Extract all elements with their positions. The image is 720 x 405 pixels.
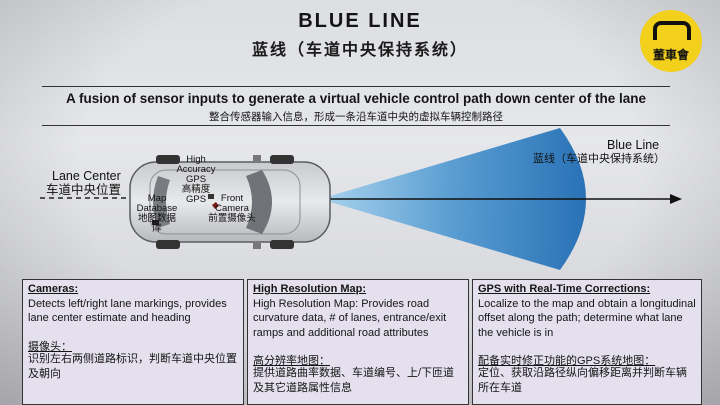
- cameras-panel: Cameras: Detects left/right lane marking…: [22, 279, 244, 405]
- front-camera-icon: [212, 202, 219, 209]
- banner-text-zh: 整合传感器输入信息，形成一条沿车道中央的虚拟车辆控制路径: [209, 111, 503, 123]
- panel-body: Localize to the map and obtain a longitu…: [478, 298, 696, 339]
- panel-heading-zh: 摄像头：: [28, 341, 72, 353]
- logo-text: 董車會: [652, 48, 689, 62]
- logo-arch-icon: [653, 21, 691, 40]
- car-top-view: [129, 155, 331, 249]
- arrow-head-icon: [670, 194, 682, 204]
- slide-title: BLUE LINE: [298, 10, 422, 32]
- panel-body: Detects left/right lane markings, provid…: [28, 298, 227, 325]
- panel-heading: Cameras:: [28, 283, 79, 295]
- blue-line-label: Blue Line: [607, 138, 660, 152]
- panel-heading: GPS with Real-Time Corrections:: [478, 283, 651, 295]
- panel-body: High Resolution Map: Provides road curva…: [253, 298, 447, 339]
- summary-banner: A fusion of sensor inputs to generate a …: [42, 86, 670, 126]
- gps-label: High Accuracy GPS 高精度GPS: [176, 154, 216, 205]
- panel-heading: High Resolution Map:: [253, 283, 367, 295]
- gps-unit-icon: [208, 194, 214, 199]
- lane-center-label-zh: 车道中央位置: [46, 183, 122, 197]
- gps-panel: GPS with Real-Time Corrections: Localize…: [472, 279, 702, 405]
- panel-heading-zh: 高分辨率地图：: [253, 355, 330, 367]
- blue-line-label-zh: 蓝线（车道中央保持系统）: [533, 153, 665, 165]
- vehicle-diagram: [40, 128, 682, 270]
- front-camera-label: Front Camera 前置摄像头: [208, 193, 256, 224]
- map-database-icon: [152, 220, 159, 225]
- banner-text: A fusion of sensor inputs to generate a …: [65, 91, 647, 106]
- hd-map-panel: High Resolution Map: High Resolution Map…: [247, 279, 469, 405]
- panel-heading-zh: 配备实时修正功能的GPS系统地图：: [478, 355, 656, 367]
- panel-body-zh: 定位、获取沿路径纵向偏移距离并判断车辆所在车道: [478, 367, 687, 394]
- brand-logo: 董車會: [640, 10, 702, 72]
- panel-body-zh: 提供道路曲率数据、车道编号、上/下匝道及其它道路属性信息: [253, 367, 455, 394]
- lane-center-label: Lane Center: [52, 169, 121, 183]
- map-database-label: Map Database 地图数据库: [136, 193, 178, 234]
- slide-subtitle: 蓝线（车道中央保持系统）: [251, 42, 468, 59]
- panel-body-zh: 识别左右两侧道路标识，判断车道中央位置及朝向: [28, 353, 237, 380]
